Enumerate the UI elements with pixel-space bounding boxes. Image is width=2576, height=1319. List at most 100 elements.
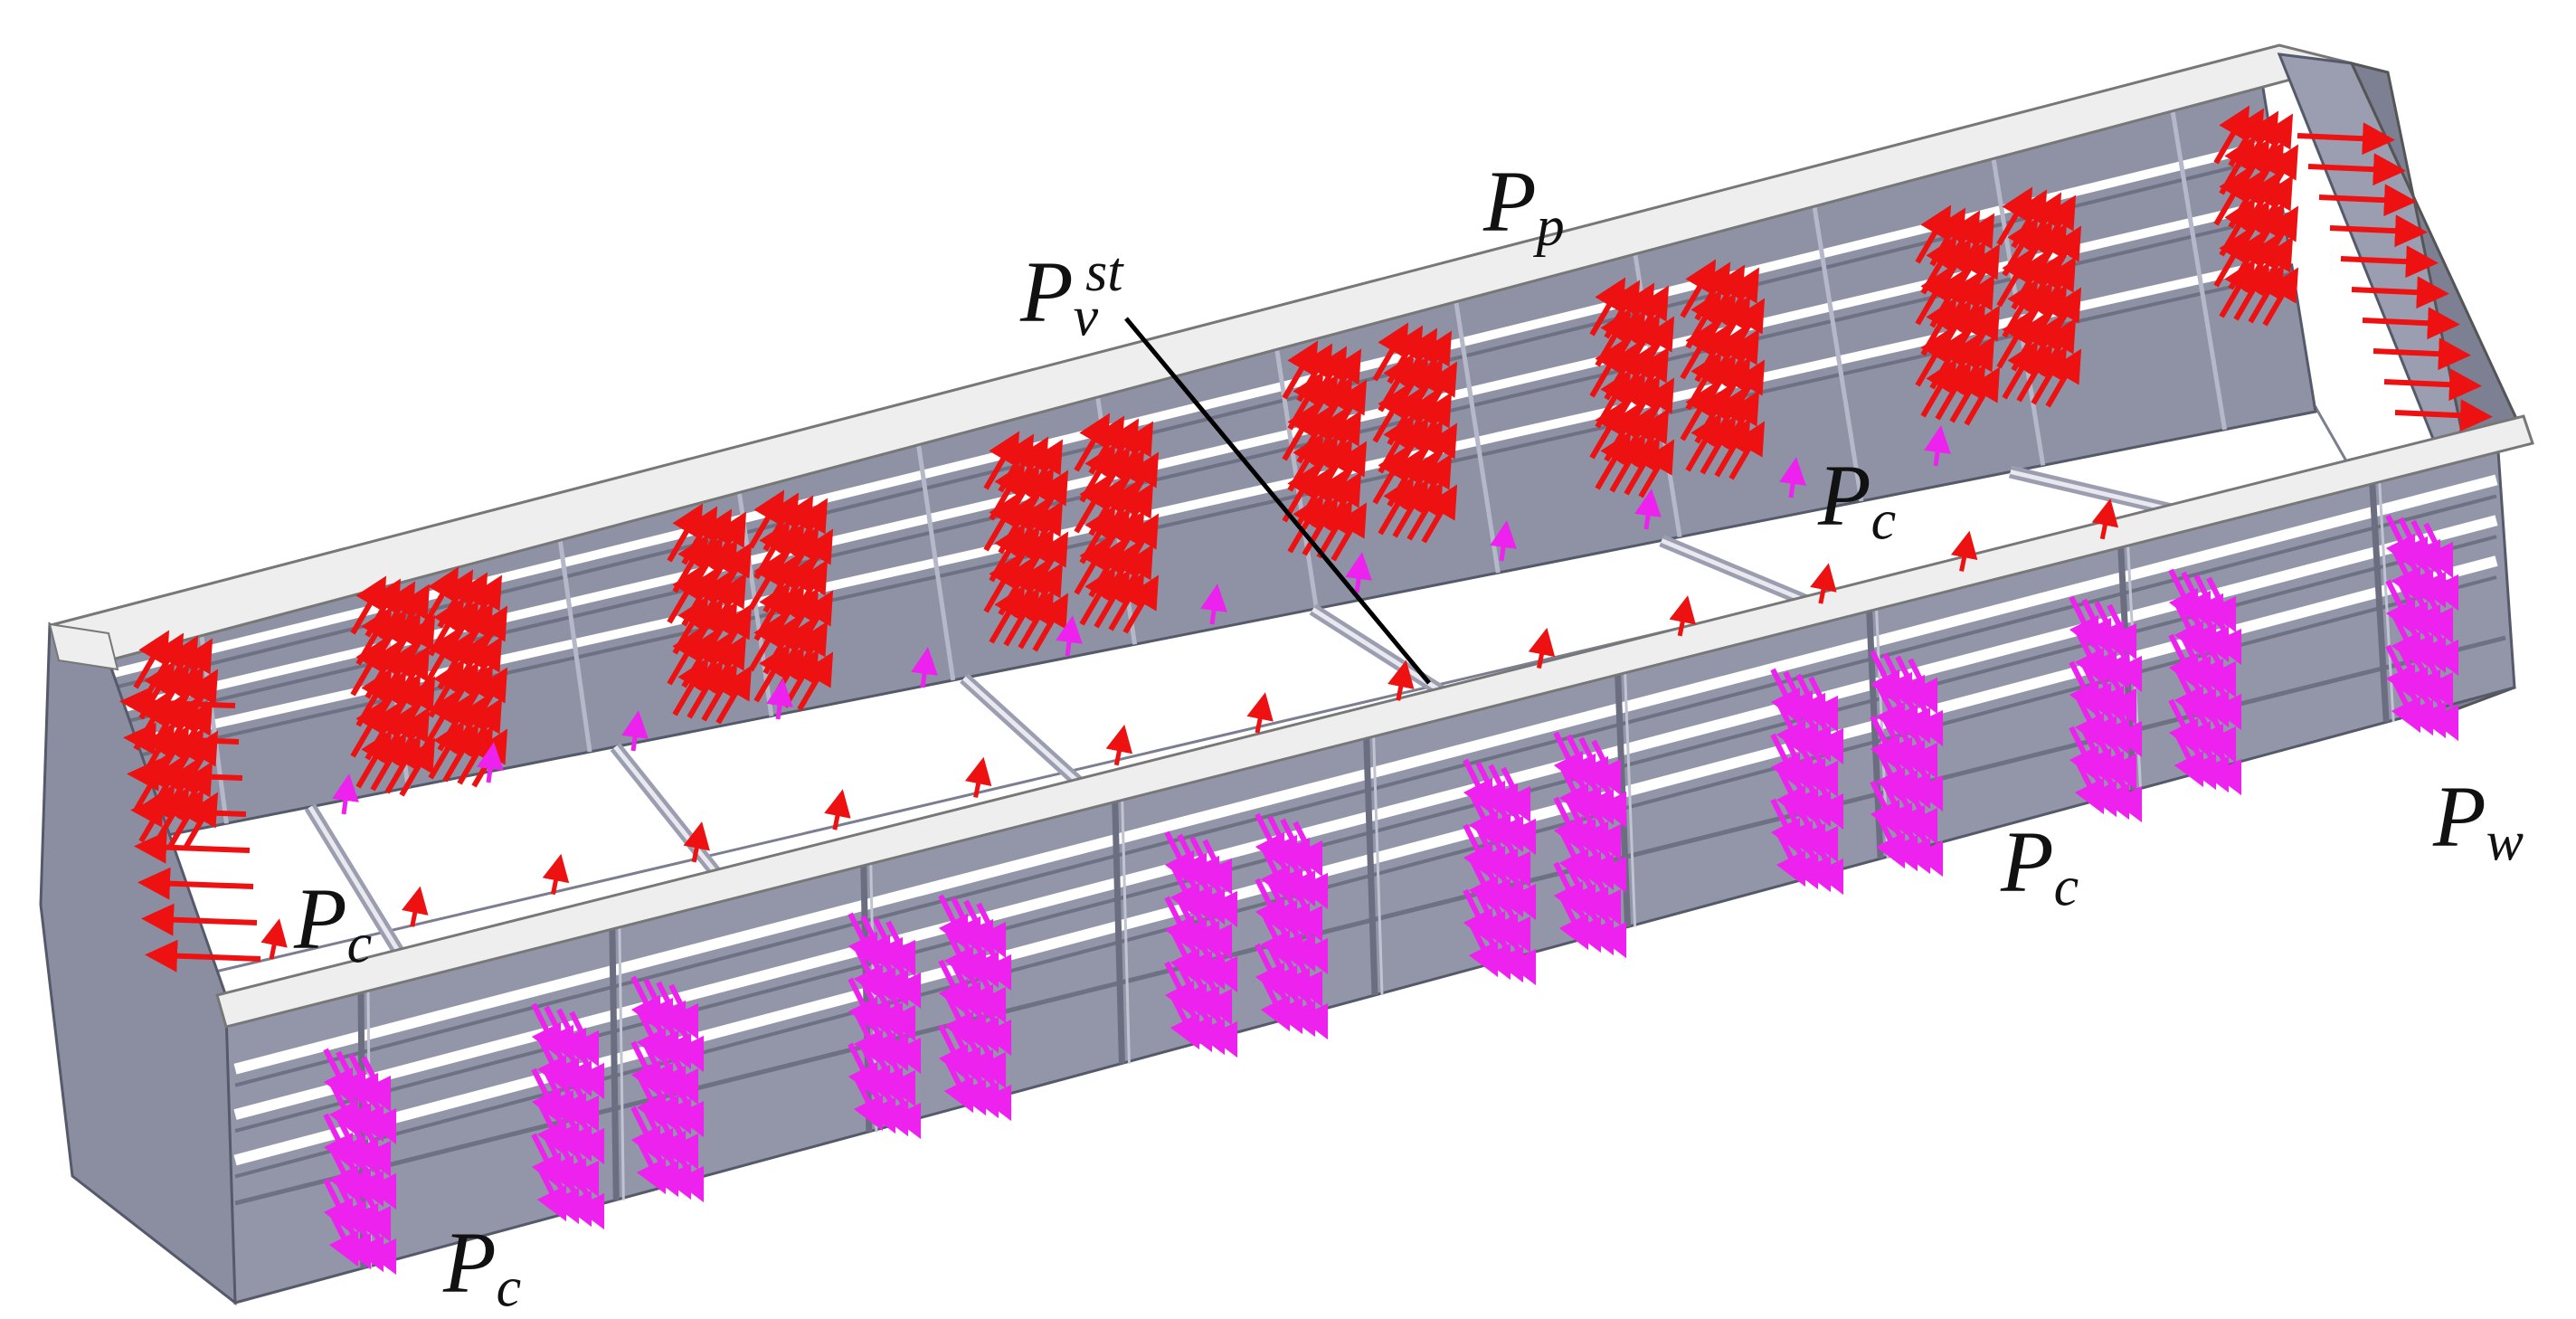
magenta-load-arrow: [1293, 951, 1323, 1008]
magenta-load-arrow: [361, 1056, 392, 1113]
magenta-load-arrow: [2107, 603, 2137, 660]
magenta-load-arrow: [1913, 690, 1944, 747]
red-load-arrow: [2394, 399, 2493, 432]
magenta-load-arrow: [2112, 701, 2143, 758]
magenta-load-arrow: [2112, 636, 2143, 693]
outer-pressure-arrows: [323, 425, 2459, 1276]
magenta-load-arrow: [2206, 707, 2237, 764]
magenta-load-arrow: [891, 953, 922, 1010]
red-load-arrow: [402, 886, 429, 927]
red-load-arrow: [964, 756, 992, 798]
magenta-load-arrow: [1814, 839, 1844, 896]
magenta-load-arrow: [1490, 520, 1517, 562]
magenta-load-arrow: [1202, 969, 1233, 1026]
magenta-load-arrow: [891, 1083, 922, 1140]
magenta-load-arrow: [1293, 821, 1323, 878]
red-load-arrow: [2340, 245, 2439, 279]
red-load-arrow: [1669, 595, 1696, 637]
magenta-load-arrow: [886, 1050, 916, 1107]
red-load-arrow: [137, 867, 254, 900]
near-wall-post: [2367, 457, 2390, 722]
label-pv-st: Pvst: [1020, 242, 1123, 348]
red-load-arrow: [2045, 348, 2082, 408]
magenta-load-arrow: [1208, 936, 1238, 993]
magenta-load-arrow: [1208, 871, 1238, 928]
magenta-load-arrow: [1596, 902, 1627, 959]
magenta-load-arrow: [1808, 806, 1839, 863]
magenta-load-arrow: [1591, 739, 1622, 796]
magenta-load-arrow: [366, 1088, 397, 1145]
magenta-load-arrow: [1345, 552, 1372, 593]
magenta-load-arrow: [477, 742, 504, 783]
magenta-load-arrow: [1913, 755, 1944, 812]
red-load-arrow: [145, 939, 261, 973]
red-load-arrow: [2262, 267, 2299, 327]
red-load-arrow: [1421, 484, 1458, 544]
magenta-load-arrow: [911, 647, 938, 688]
magenta-load-arrow: [1298, 918, 1329, 975]
magenta-load-arrow: [361, 1121, 392, 1178]
near-wall-post-highlight: [1623, 653, 1637, 927]
inner-pressure-arrows: [119, 105, 2493, 973]
magenta-load-arrow: [621, 710, 649, 752]
magenta-load-arrow: [1506, 799, 1537, 856]
magenta-load-arrow: [1908, 788, 1938, 845]
floor-cross-member-highlight: [962, 676, 1091, 793]
magenta-load-arrow: [1634, 489, 1662, 530]
magenta-load-arrow: [1779, 457, 1806, 498]
magenta-load-arrow: [569, 1141, 600, 1198]
red-load-arrow: [119, 686, 236, 719]
red-load-arrow: [1122, 574, 1160, 634]
magenta-load-arrow: [1501, 831, 1531, 888]
magenta-load-arrow: [976, 967, 1007, 1024]
red-load-arrow: [2307, 153, 2406, 186]
magenta-load-arrow: [1596, 772, 1627, 829]
magenta-load-arrow: [1924, 425, 1951, 467]
red-load-arrow: [2372, 337, 2471, 371]
red-load-arrow: [2329, 214, 2428, 248]
magenta-load-arrow: [569, 1076, 600, 1133]
floor-cross-member-highlight: [1312, 607, 1454, 700]
magenta-load-arrow: [332, 773, 359, 815]
magenta-load-arrow: [1908, 658, 1938, 715]
red-load-arrow: [2297, 122, 2395, 156]
floor-cross-member-highlight: [613, 745, 728, 887]
magenta-load-arrow: [1200, 584, 1227, 625]
red-load-arrow: [2318, 184, 2417, 217]
magenta-load-arrow: [2423, 522, 2454, 579]
magenta-load-arrow: [2211, 739, 2242, 796]
magenta-load-arrow: [2423, 652, 2454, 709]
near-wall-post-highlight: [1371, 718, 1384, 996]
red-load-arrow: [260, 918, 288, 960]
label-pw: Pw: [2433, 768, 2524, 873]
floor-cross-member-highlight: [308, 805, 410, 968]
magenta-load-arrow: [2423, 587, 2454, 644]
red-load-arrow: [1528, 627, 1556, 669]
magenta-load-arrow: [1814, 708, 1844, 765]
magenta-load-arrow: [1202, 904, 1233, 961]
magenta-load-arrow: [1293, 886, 1323, 943]
magenta-load-arrow: [1814, 773, 1844, 830]
far-wall-post: [914, 425, 956, 681]
red-load-arrow: [2362, 307, 2460, 340]
magenta-load-arrow: [2211, 609, 2242, 666]
magenta-load-arrow: [1298, 983, 1329, 1040]
magenta-load-arrow: [574, 1043, 605, 1100]
red-load-arrow: [141, 903, 258, 936]
magenta-load-arrow: [1908, 723, 1938, 780]
magenta-load-arrow: [668, 1114, 699, 1171]
magenta-load-arrow: [2429, 555, 2459, 612]
red-load-arrow: [127, 758, 243, 792]
near-wall-post-highlight: [1120, 784, 1131, 1064]
near-wall-post-highlight: [618, 915, 625, 1200]
red-load-arrow: [1246, 692, 1274, 734]
magenta-load-arrow: [1808, 676, 1839, 733]
floor-cross-members: [304, 465, 2181, 971]
magenta-load-arrow: [976, 902, 1007, 959]
magenta-load-arrow: [981, 935, 1012, 992]
near-wall-post: [1362, 718, 1378, 996]
magenta-load-arrow: [569, 1011, 600, 1068]
red-load-arrow: [399, 737, 436, 797]
magenta-load-arrow: [2206, 641, 2237, 698]
magenta-load-arrow: [2107, 669, 2137, 726]
